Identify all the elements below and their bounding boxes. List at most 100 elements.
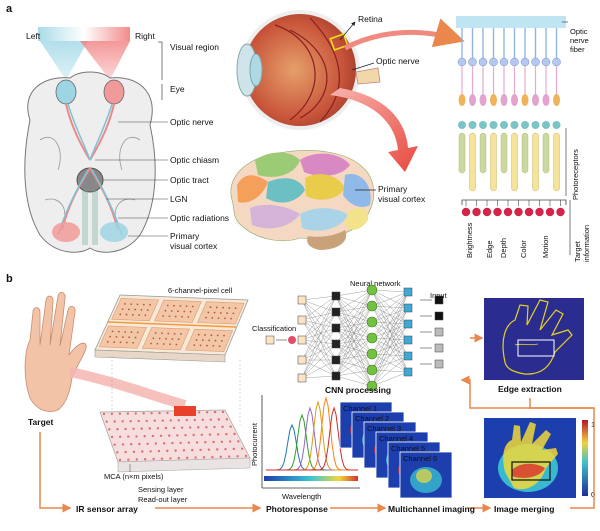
sensor-dot (136, 303, 139, 306)
mca-pixel (225, 418, 229, 421)
sensor-dot (165, 337, 167, 340)
sensor-dot (125, 341, 128, 344)
mca-pixel (209, 418, 213, 421)
rod-cell (490, 132, 497, 192)
sensor-dot (132, 341, 135, 344)
mca-pixel (199, 448, 202, 452)
nn-neuron (366, 284, 378, 296)
nn-connection (301, 327, 337, 361)
mca-pixel (127, 458, 130, 461)
nn-node (403, 303, 413, 313)
mca-pixel (143, 435, 146, 438)
mca-sensor-array (99, 406, 251, 473)
sensor-dot (205, 316, 207, 319)
mca-pixel (207, 448, 211, 451)
nn-connection (301, 359, 337, 377)
nn-node (403, 351, 413, 361)
bipolar-cell (553, 94, 560, 106)
rod-cell (532, 132, 539, 192)
mca-pixel (110, 412, 114, 416)
ir-beam (69, 367, 187, 410)
input-label: Input (430, 291, 448, 300)
six-channel-pixel-cell (94, 294, 249, 363)
sensor-dot (217, 317, 220, 320)
mca-pixel (177, 456, 180, 460)
sensor-dot (164, 309, 167, 312)
mca-pixel (177, 419, 180, 422)
mca-pixel (205, 426, 208, 429)
mca-pixel (152, 457, 155, 461)
sensor-dot (127, 308, 130, 311)
mca-pixel (244, 454, 248, 458)
mca-pixel (219, 455, 222, 458)
sensor-dot (222, 306, 224, 309)
mca-pixel (121, 420, 124, 423)
left-label: Left (26, 31, 41, 41)
sensor-dot (234, 307, 237, 310)
input-node (434, 327, 444, 337)
nn-connection (371, 371, 409, 387)
ganglion-cell (510, 57, 519, 67)
optic-tract-label: Optic tract (170, 175, 209, 185)
mca-pixel (174, 449, 177, 452)
input-node (434, 343, 444, 353)
mca-pixel (141, 450, 144, 453)
mca-pixel (113, 443, 116, 446)
ganglion-cell (520, 57, 530, 67)
mca-pixel (187, 441, 191, 444)
bipolar-cell (500, 94, 508, 106)
mca-pixel (158, 411, 161, 415)
nn-node (297, 355, 307, 365)
mca-pixel (193, 418, 196, 422)
mca-pixel (233, 432, 236, 436)
mca-pixel (229, 425, 232, 428)
nn-neuron (366, 364, 378, 376)
mca-pixel (184, 434, 187, 437)
nn-node (297, 295, 307, 305)
sensor-dot (175, 343, 178, 346)
mca-pixel (221, 410, 225, 414)
retina-label: Retina (358, 14, 383, 24)
mca-pixel (185, 418, 188, 422)
sensor-dot (226, 312, 229, 315)
info-node (535, 207, 544, 217)
nn-connection (301, 311, 337, 341)
sensor-dot (210, 334, 213, 337)
sensor-dot (162, 315, 165, 317)
lgn-label: LGN (170, 194, 187, 204)
sensor-dot (111, 330, 114, 333)
nn-connection (335, 289, 373, 377)
mca-pixel (189, 426, 192, 429)
lateral-primary-visual-cortex-label-2: visual cortex (378, 194, 426, 204)
nn-connection (301, 343, 337, 361)
sensor-dot (224, 317, 226, 320)
mca-pixel (144, 458, 147, 461)
sensor-dot (185, 305, 188, 308)
mca-pixel (202, 456, 206, 459)
mca-pixel (160, 457, 164, 460)
sensor-dot (216, 334, 219, 337)
optic-nerve-fiber-label-2: nerve (570, 36, 589, 45)
eye-label: Eye (170, 84, 185, 94)
sensor-dot (128, 336, 131, 339)
sensor-dot (230, 317, 233, 320)
sensor-dot (183, 310, 186, 313)
mca-pixel (159, 434, 163, 437)
sensor-dot (146, 309, 149, 311)
mca-pixel (137, 419, 140, 423)
sensor-dot (136, 331, 139, 334)
info-node (545, 207, 555, 217)
bipolar-cell (521, 94, 529, 106)
nn-connection (371, 291, 409, 307)
sensor-dot (130, 303, 133, 306)
sensor-dot (228, 307, 231, 309)
sensor-dot (121, 336, 124, 338)
mca-pixel (195, 441, 199, 444)
colorbar-min: 0 (591, 490, 595, 499)
mca-pixel (124, 450, 127, 454)
bipolar-cell (490, 94, 497, 106)
eye-optic-nerve-label: Optic nerve (376, 56, 420, 66)
process-flow (39, 333, 595, 513)
sensor-dot (223, 334, 225, 337)
